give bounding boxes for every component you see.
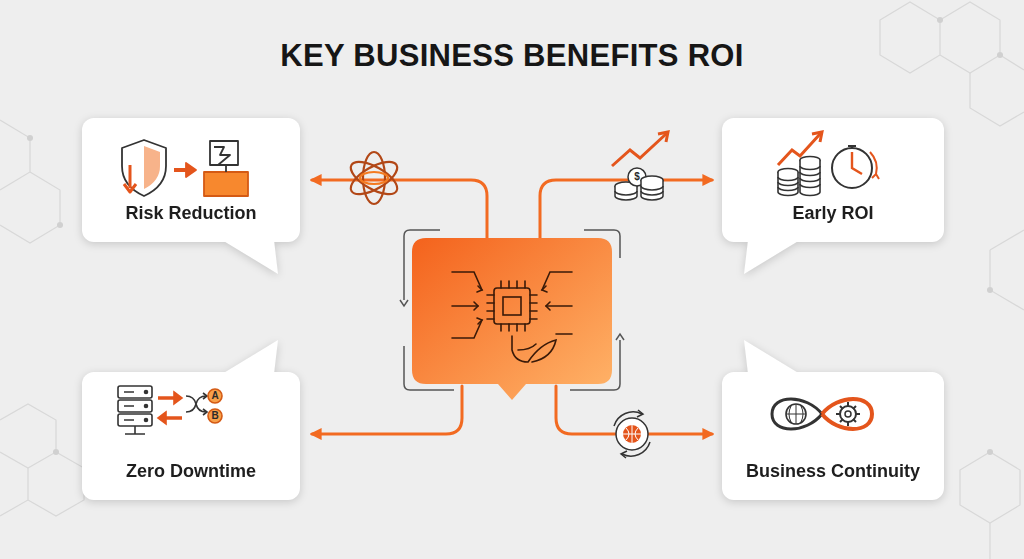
benefit-box: Risk Reduction (82, 118, 300, 242)
box-label: Zero Downtime (126, 461, 256, 482)
box-label: Early ROI (792, 203, 873, 224)
roi-icon (778, 132, 879, 196)
speech-tail (82, 118, 300, 242)
speech-tail (722, 118, 944, 242)
infinity-icon (772, 399, 872, 429)
connector-wires (312, 180, 712, 434)
box-label: Risk Reduction (125, 203, 256, 224)
chip-icon (452, 272, 572, 362)
icon-letter: B (211, 411, 218, 421)
globe-cycle-icon (614, 410, 650, 458)
diagram-title: KEY BUSINESS BENEFITS ROI (0, 38, 1024, 74)
coins-growth-icon (612, 132, 668, 200)
icon-letter: $ (634, 172, 640, 182)
shield-icon (122, 140, 248, 196)
knot-icon (346, 152, 402, 204)
icon-letter: A (211, 391, 218, 401)
benefit-box: Zero Downtime (82, 372, 300, 500)
center-box (412, 238, 612, 400)
benefit-box: Business Continuity (722, 372, 944, 500)
benefit-box: Early ROI (722, 118, 944, 242)
server-switch-icon (118, 386, 222, 434)
box-label: Business Continuity (746, 461, 920, 482)
